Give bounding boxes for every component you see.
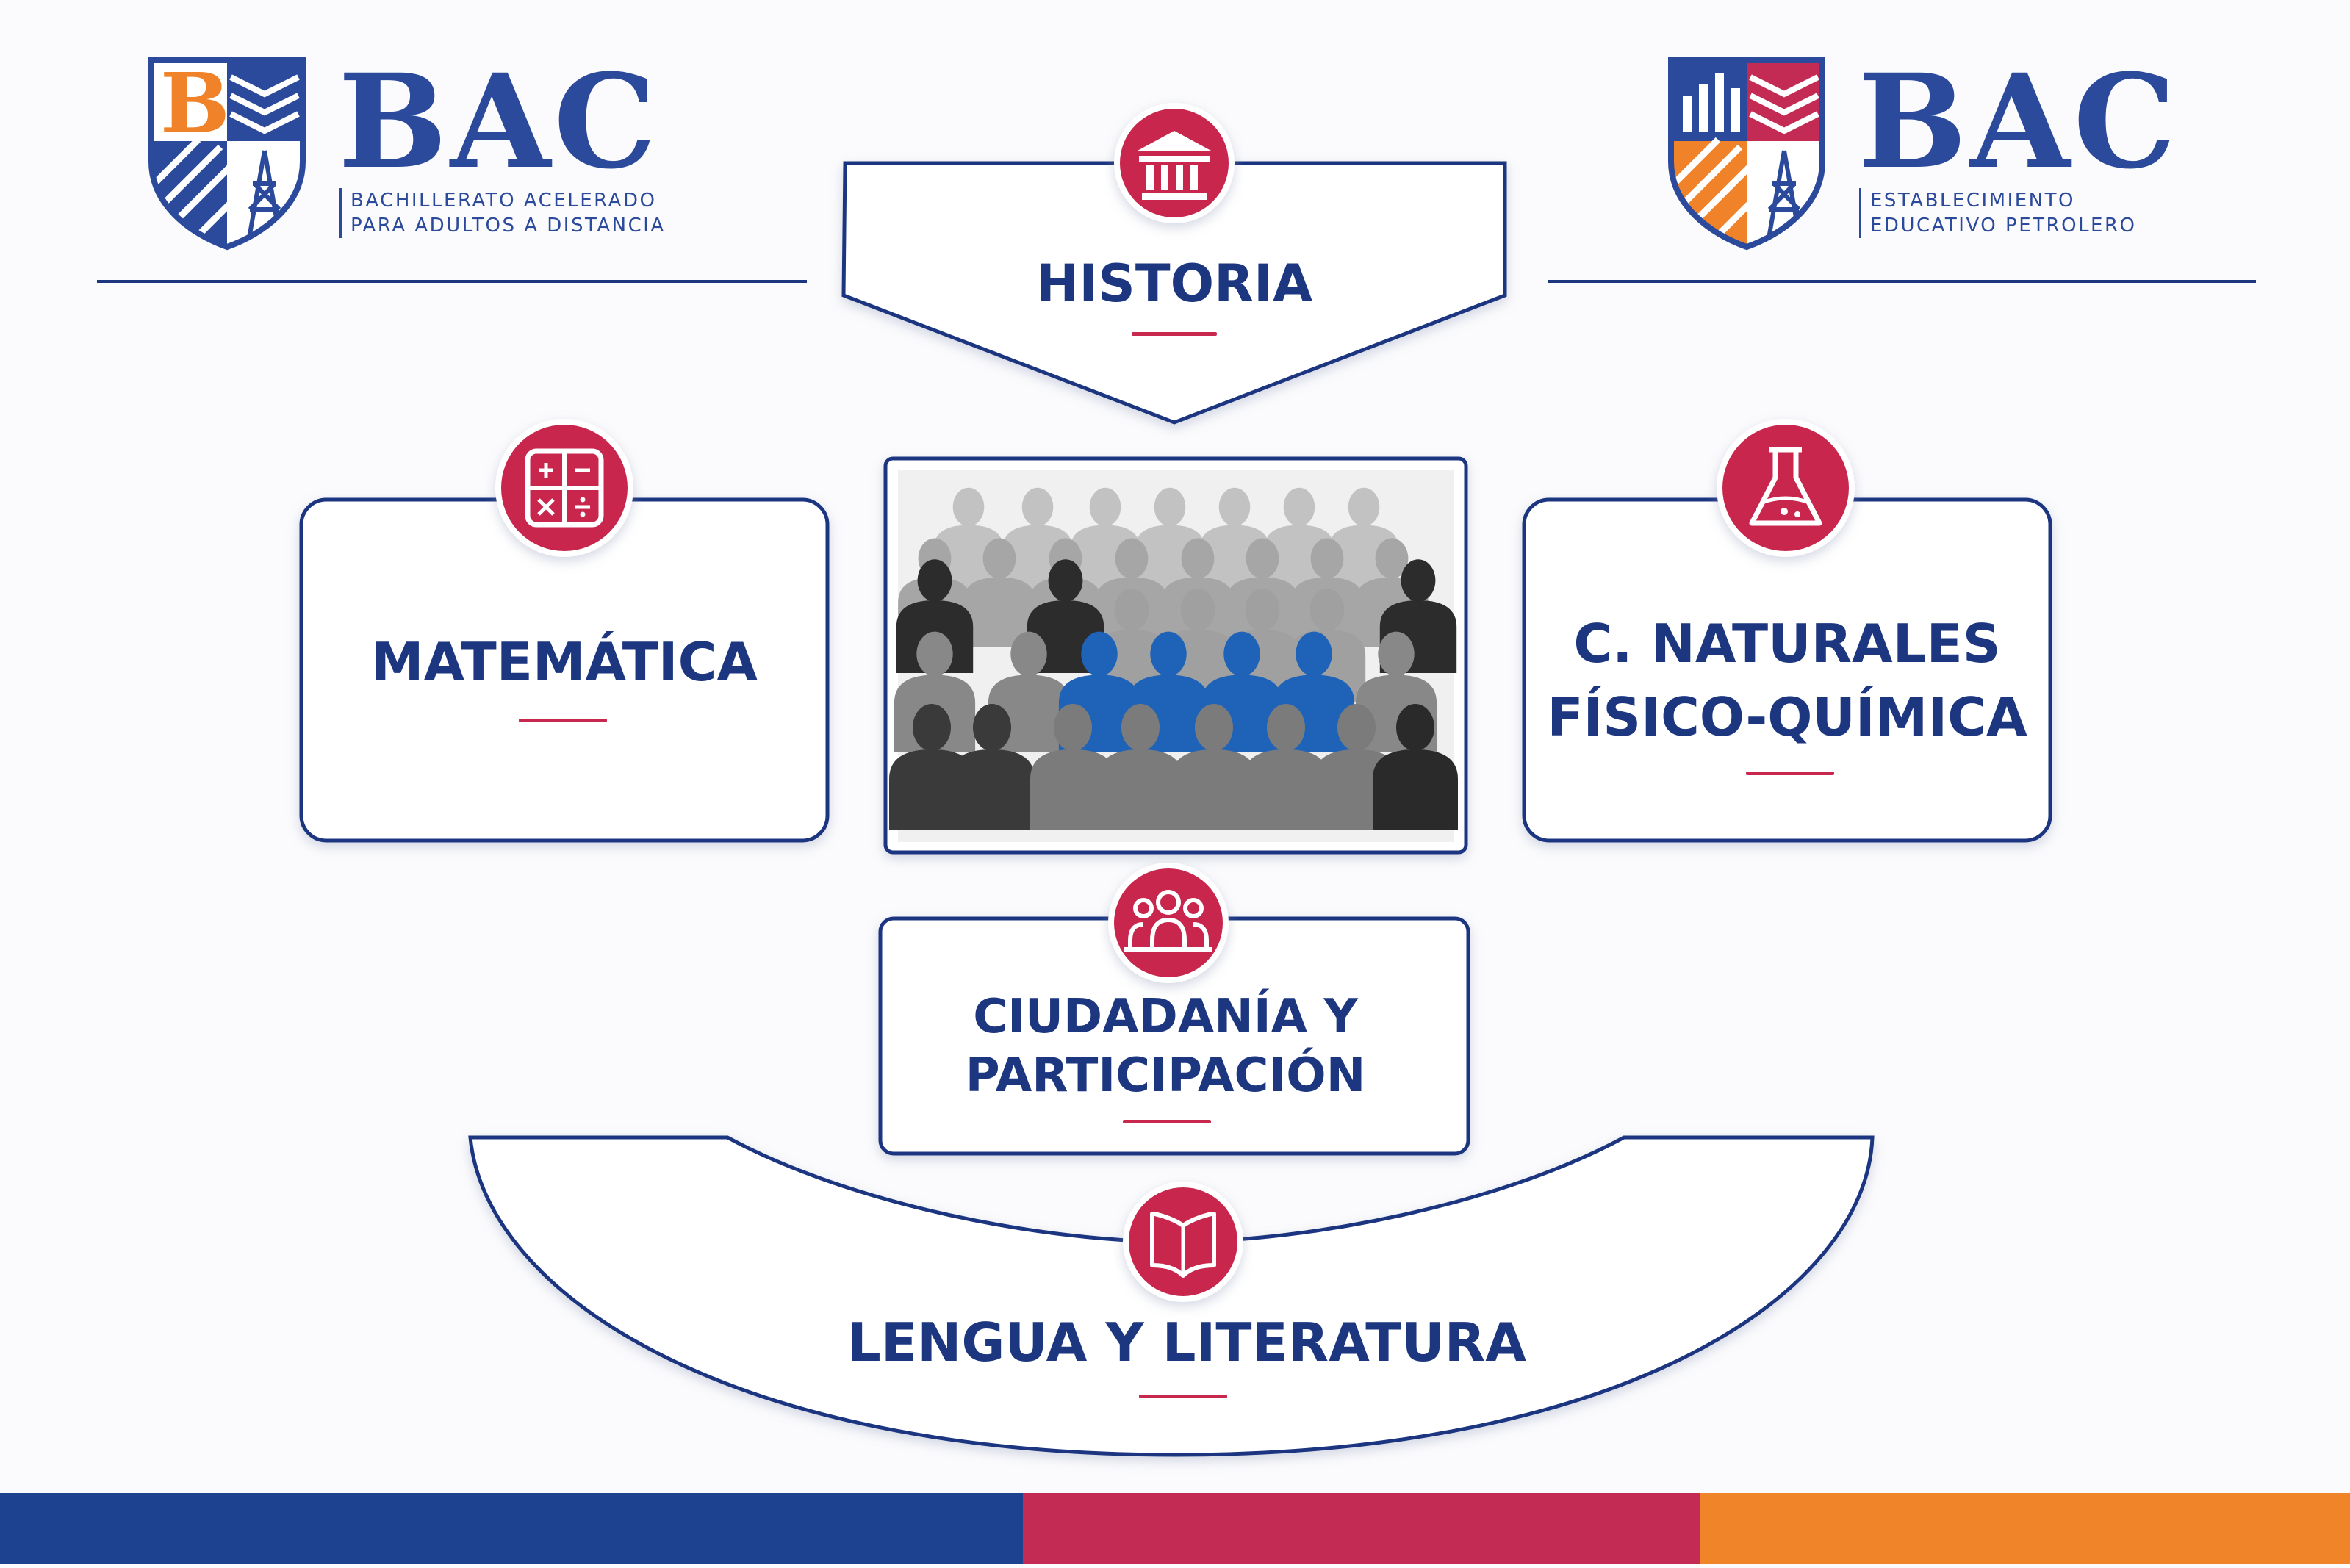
matematica-label: MATEMÁTICA (370, 631, 758, 693)
brand-left-wordmark: BAC (338, 46, 660, 198)
person-silhouette (949, 704, 1035, 830)
ciudadania-underline (1123, 1120, 1211, 1123)
person-silhouette (963, 538, 1036, 647)
person-silhouette (1264, 487, 1334, 591)
bac-shield-right (1668, 57, 1825, 251)
brand-left-subtitle-line1: BACHILLERATO ACELERADO (351, 190, 657, 212)
svg-text:B: B (160, 56, 230, 152)
lengua-label: LENGUA Y LITERATURA (847, 1312, 1526, 1373)
ciudadania-label-line2: PARTICIPACIÓN (965, 1049, 1366, 1103)
person-silhouette (1135, 487, 1205, 591)
brand-left-subtitle: BACHILLERATO ACELERADO PARA ADULTOS A DI… (339, 188, 666, 238)
calculator-icon (495, 419, 633, 557)
brand-right-wordmark: BAC (1858, 46, 2180, 198)
footer-stripe-blue (0, 1493, 1023, 1564)
brand-right-subtitle-line1: ESTABLECIMIENTO (1870, 190, 2075, 212)
crowd-photo (883, 456, 1468, 855)
brand-right-subtitle-line2: EDUCATIVO PETROLERO (1870, 215, 2137, 237)
person-silhouette (1243, 704, 1329, 830)
person-silhouette (1030, 704, 1115, 830)
ciudadania-label-line1: CIUDADANÍA Y (973, 990, 1358, 1044)
matematica-underline (519, 719, 607, 722)
brand-left-subtitle-line2: PARA ADULTOS A DISTANCIA (351, 215, 666, 237)
group-icon (1108, 863, 1229, 983)
footer-stripe-red (1023, 1493, 1700, 1564)
naturales-underline (1746, 772, 1834, 775)
person-silhouette (1171, 704, 1257, 830)
naturales-label-line2: FÍSICO-QUÍMICA (1547, 686, 2027, 748)
historia-underline (1132, 332, 1217, 336)
person-silhouette (1098, 704, 1183, 830)
open-book-icon (1123, 1182, 1243, 1302)
naturales-label: C. NATURALES FÍSICO-QUÍMICA (1530, 607, 2044, 754)
historia-label: HISTORIA (1035, 253, 1313, 314)
flask-icon (1717, 419, 1855, 557)
historia-panel (841, 161, 1507, 425)
person-silhouette (1199, 487, 1270, 591)
ciudadania-label: CIUDADANÍA Y PARTICIPACIÓN (894, 988, 1437, 1105)
brand-right-subtitle: ESTABLECIMIENTO EDUCATIVO PETROLERO (1859, 188, 2136, 238)
person-silhouette (1373, 704, 1458, 830)
lengua-underline (1139, 1395, 1227, 1398)
naturales-label-line1: C. NATURALES (1573, 613, 2001, 675)
footer-stripe-orange (1700, 1493, 2350, 1564)
bac-shield-left: B (148, 56, 306, 251)
museum-icon (1114, 103, 1235, 223)
person-silhouette (1329, 487, 1399, 591)
